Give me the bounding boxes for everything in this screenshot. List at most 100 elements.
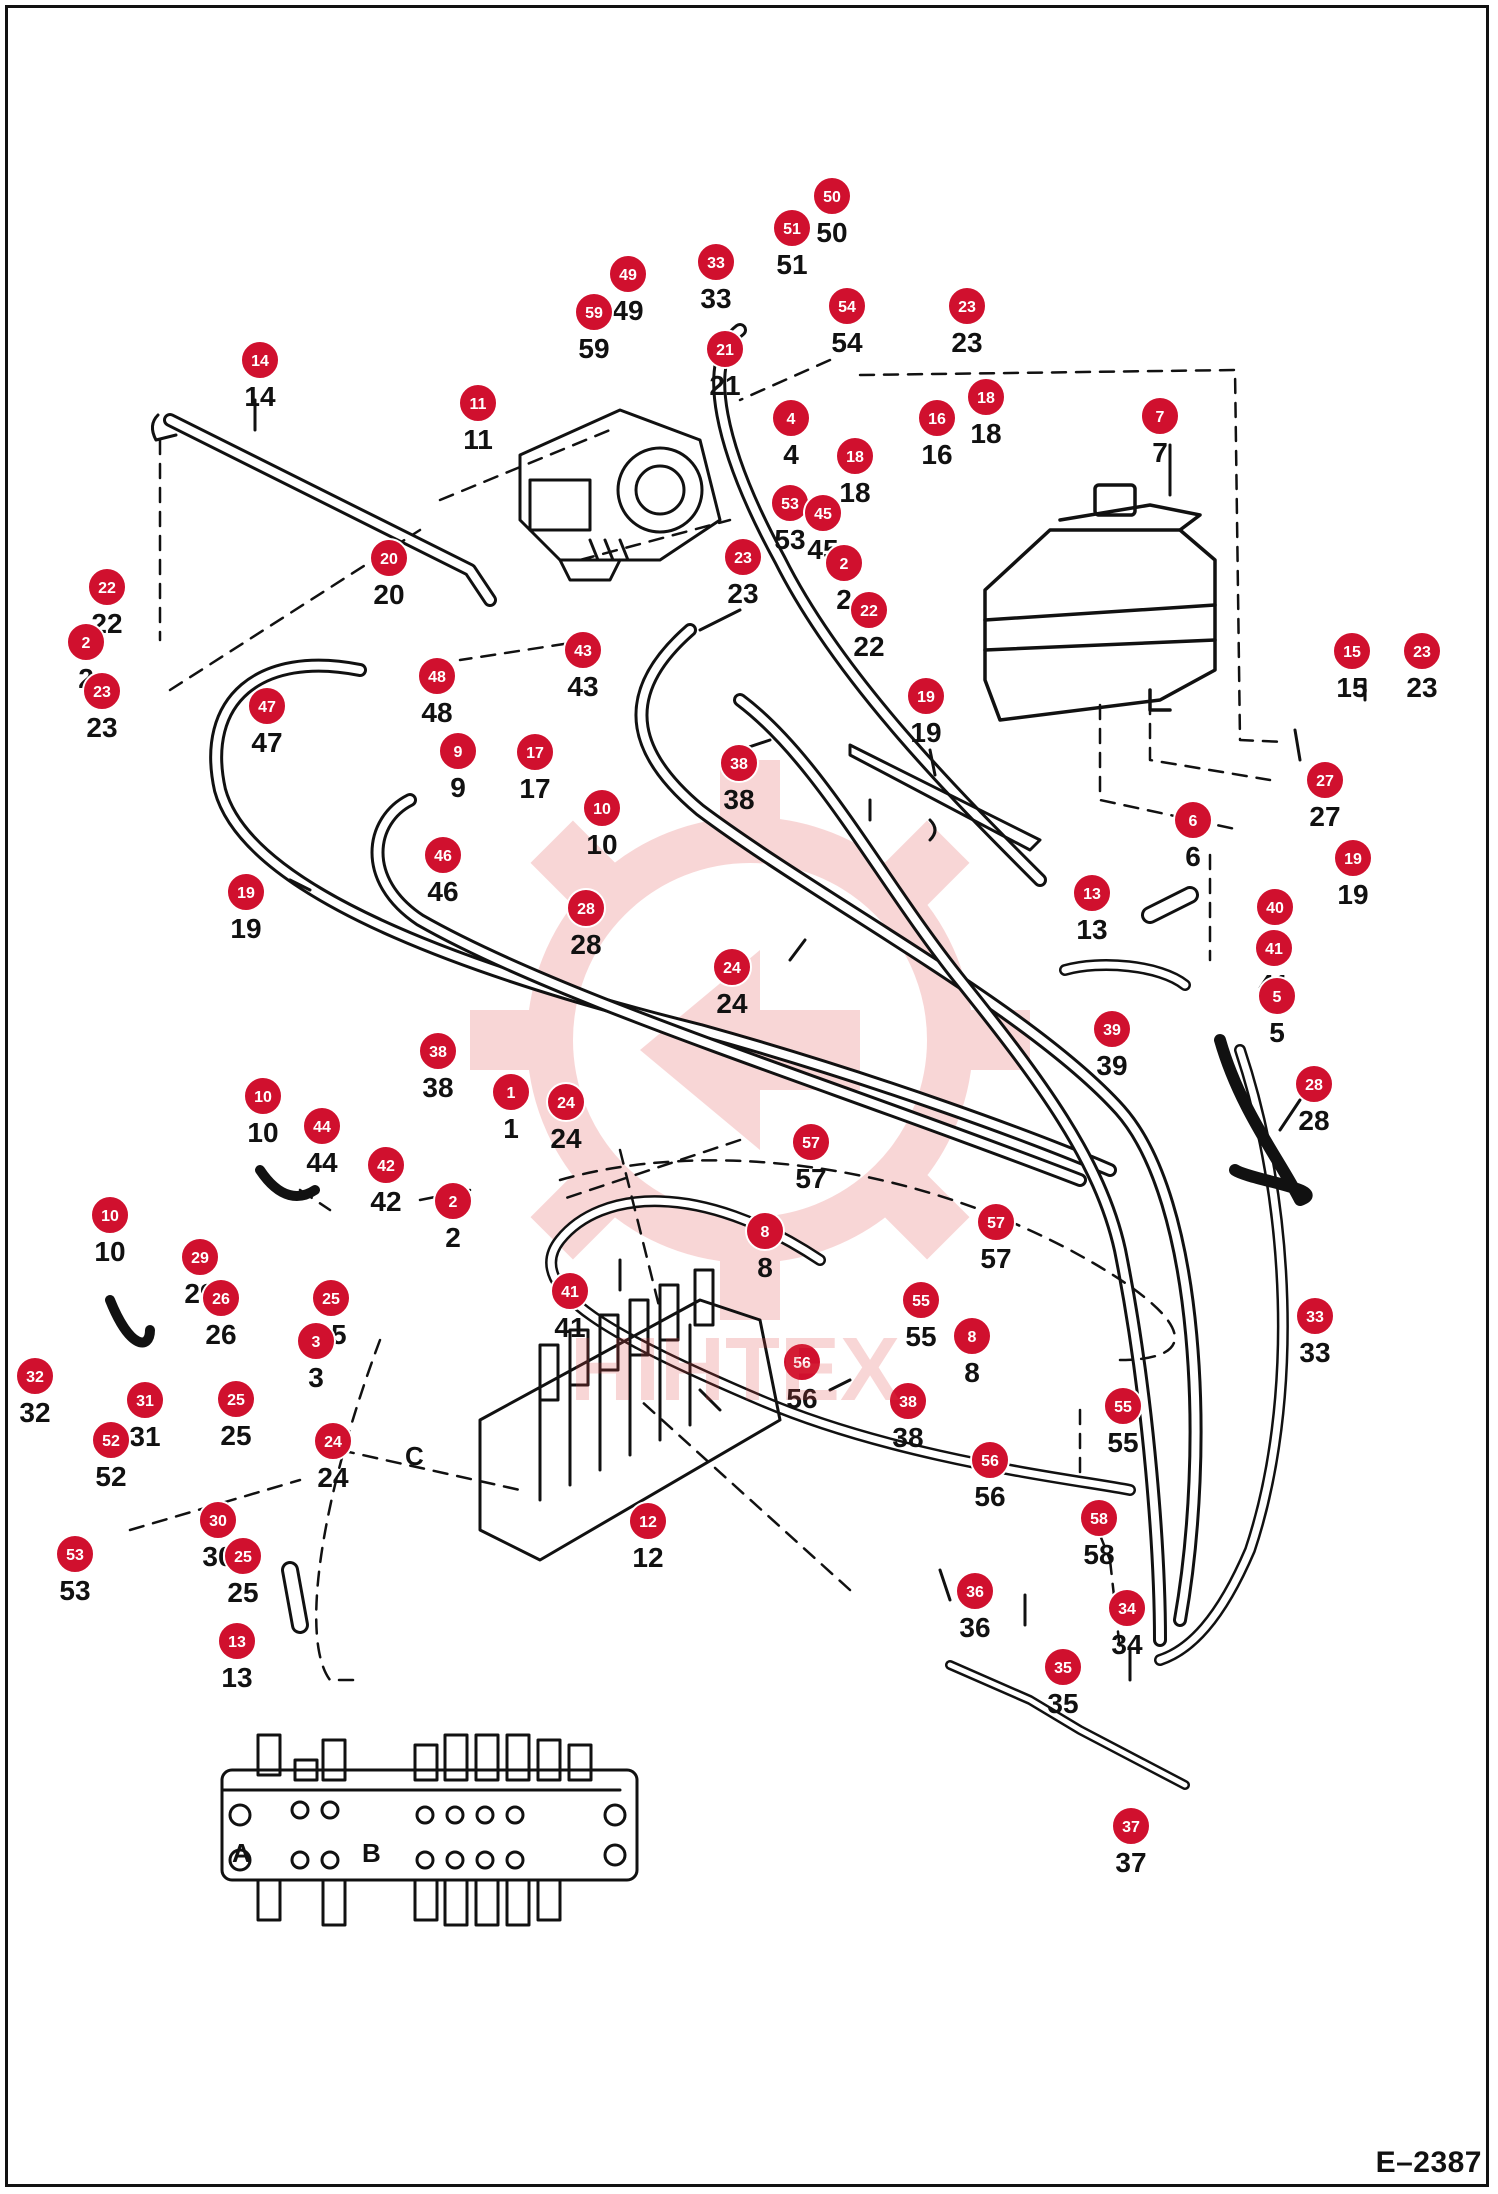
- part-number-label: 57: [795, 1163, 826, 1194]
- callout-badge: [87, 567, 127, 607]
- part-number-label: 43: [567, 671, 598, 702]
- part-number-label: 53: [59, 1575, 90, 1606]
- part-callout-7[interactable]: 77: [1140, 396, 1180, 468]
- callout-number: 2: [449, 1194, 458, 1211]
- part-callout-4[interactable]: 44: [771, 398, 811, 470]
- part-number-label: 51: [776, 249, 807, 280]
- part-callout-9[interactable]: 99: [438, 731, 478, 803]
- part-callout-8[interactable]: 88: [952, 1316, 992, 1388]
- part-number-label: 57: [980, 1243, 1011, 1274]
- part-callout-1[interactable]: 11: [491, 1072, 531, 1144]
- part-callout-2[interactable]: 22: [66, 622, 106, 694]
- part-callout-3[interactable]: 33: [296, 1321, 336, 1393]
- callout-badge: [226, 872, 266, 912]
- callout-badge: [791, 1122, 831, 1162]
- part-number-label: 8: [757, 1252, 773, 1283]
- part-callout-6[interactable]: 66: [1173, 800, 1213, 872]
- part-number-label: 4: [783, 439, 799, 470]
- callout-number: 21: [716, 342, 734, 359]
- part-callout-5[interactable]: 55: [1257, 976, 1297, 1048]
- callout-badge: [906, 676, 946, 716]
- callout-number: 55: [912, 1293, 930, 1310]
- callout-badge: [491, 1072, 531, 1112]
- part-number-label: 6: [1185, 841, 1201, 872]
- callout-badge: [566, 888, 606, 928]
- callout-badge: [1043, 1647, 1083, 1687]
- part-callout-2[interactable]: 22: [824, 543, 864, 615]
- part-callout-8[interactable]: 88: [745, 1211, 785, 1283]
- part-number-label: 38: [892, 1422, 923, 1453]
- callout-badge: [608, 254, 648, 294]
- part-callout-2[interactable]: 22: [433, 1181, 473, 1253]
